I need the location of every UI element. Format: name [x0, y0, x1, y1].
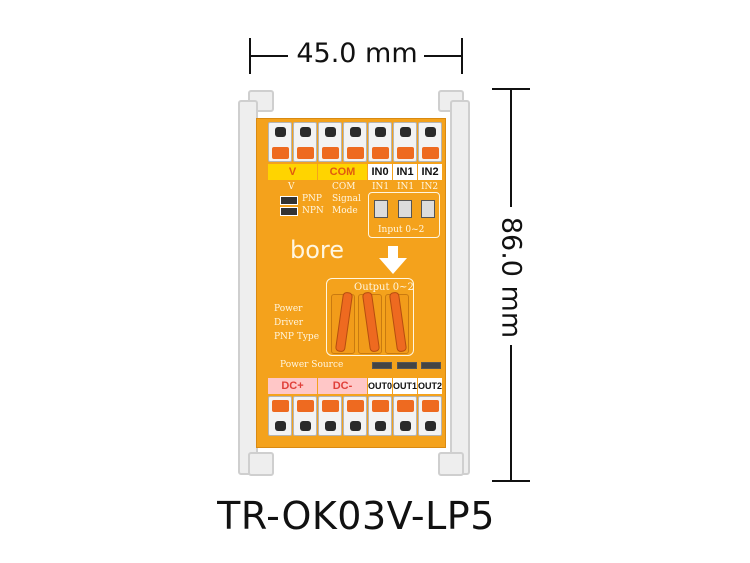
width-dim-right-tick: [461, 38, 463, 74]
output-led-0: [372, 362, 392, 369]
terminal-label-in1: IN1: [393, 164, 417, 180]
din-rail-bottom-right: [438, 452, 464, 476]
terminal-label-out2: OUT2: [418, 378, 442, 394]
terminal-label-out0: OUT0: [368, 378, 392, 394]
terminal-label-com: COM: [318, 164, 367, 180]
bottom-terminal[interactable]: [318, 396, 342, 436]
width-dim-line-right: [424, 55, 462, 57]
input-led-0: [374, 200, 388, 218]
silk-desc-driver: Driver: [274, 318, 304, 328]
input-group-outline: [368, 192, 440, 238]
height-dim-line-bottom: [510, 345, 512, 480]
output-led-2: [421, 362, 441, 369]
din-rail-bottom-left: [248, 452, 274, 476]
bottom-terminal[interactable]: [393, 396, 417, 436]
terminal-label-dcplus: DC+: [268, 378, 317, 394]
mode-jumper-npn[interactable]: [280, 207, 298, 216]
din-rail-right: [450, 100, 470, 475]
bottom-terminal[interactable]: [418, 396, 442, 436]
height-dim-bottom-tick: [492, 480, 530, 482]
bottom-terminal[interactable]: [343, 396, 367, 436]
bottom-terminal-block: [268, 396, 442, 442]
silk-npn: NPN: [302, 206, 324, 216]
top-terminal[interactable]: [418, 122, 442, 162]
top-terminal[interactable]: [318, 122, 342, 162]
model-name: TR-OK03V-LP5: [217, 494, 495, 538]
terminal-label-in0: IN0: [368, 164, 392, 180]
silk-v: V: [288, 182, 295, 192]
terminal-label-v: V: [268, 164, 317, 180]
bottom-terminal[interactable]: [368, 396, 392, 436]
top-terminal[interactable]: [268, 122, 292, 162]
bottom-terminal[interactable]: [268, 396, 292, 436]
brand-logo: bore: [290, 236, 345, 264]
arrow-down-icon: [388, 246, 398, 260]
din-rail-left: [238, 100, 258, 475]
height-dimension-label: 86.0 mm: [495, 216, 527, 339]
silk-mode: Mode: [332, 206, 358, 216]
terminal-label-dcminus: DC-: [318, 378, 367, 394]
input-led-2: [421, 200, 435, 218]
height-dim-line-top: [510, 89, 512, 207]
terminal-label-in2: IN2: [418, 164, 442, 180]
input-led-1: [398, 200, 412, 218]
silk-input-group: Input 0~2: [378, 225, 425, 235]
bottom-terminal[interactable]: [293, 396, 317, 436]
silk-in1: IN1: [397, 182, 415, 192]
top-terminal[interactable]: [343, 122, 367, 162]
output-group-outline: [326, 278, 414, 356]
output-led-1: [397, 362, 417, 369]
width-dim-line-left: [250, 55, 288, 57]
silk-desc-type: PNP Type: [274, 332, 320, 342]
silk-in0: IN1: [372, 182, 390, 192]
terminal-label-out1: OUT1: [393, 378, 417, 394]
width-dimension-label: 45.0 mm: [296, 38, 418, 69]
silk-in2: IN2: [421, 182, 439, 192]
silk-com: COM: [332, 182, 356, 192]
top-terminal[interactable]: [393, 122, 417, 162]
silk-power-source: Power Source: [280, 360, 344, 370]
top-terminal[interactable]: [368, 122, 392, 162]
mode-jumper-pnp[interactable]: [280, 196, 298, 205]
silk-signal: Signal: [332, 194, 361, 204]
silk-desc-power: Power: [274, 304, 303, 314]
arrow-down-head: [379, 258, 407, 274]
silk-pnp: PNP: [302, 194, 322, 204]
silk-output-group: Output 0~2: [354, 282, 414, 293]
top-terminal[interactable]: [293, 122, 317, 162]
top-terminal-block: [268, 122, 442, 168]
